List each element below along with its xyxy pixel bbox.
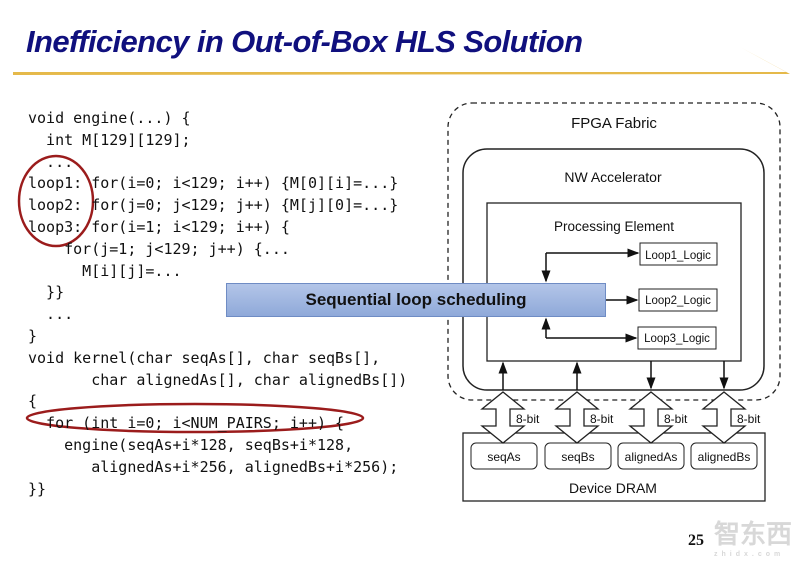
code-line: }} [28,283,65,302]
slide-title: Inefficiency in Out-of-Box HLS Solution [26,24,583,59]
svg-text:alignedBs: alignedBs [698,450,751,464]
bus-width-label: 8-bit [590,412,614,426]
code-line: for(j=1; j<129; j++) {... [28,239,290,258]
bus-double-arrow [701,391,747,444]
svg-text:seqAs: seqAs [487,450,520,464]
bus-double-arrow [480,391,526,444]
code-listing: void engine(...) { int M[129][129]; ... l… [28,108,407,500]
bus-width-label: 8-bit [664,412,688,426]
scheduler-arrows [498,248,729,390]
code-line: } [28,326,38,345]
code-line: alignedAs+i*256, alignedBs+i*256); [28,457,399,476]
title-underline [13,47,790,75]
bus-width-label: 8-bit [516,412,540,426]
svg-text:Loop2_Logic: Loop2_Logic [645,295,711,307]
code-line: int M[129][129]; [28,130,191,149]
fpga-fabric-label: FPGA Fabric [571,115,657,132]
bus-double-arrow [628,391,674,444]
code-line: { [28,392,38,411]
kernel-loop-highlight [25,402,365,434]
code-line: loop1: for(i=0; i<129; i++) {M[0][i]=...… [28,174,399,193]
loop2-logic: Loop2_Logic [638,288,718,312]
buffer-seqbs: seqBs [544,442,612,470]
code-line: loop2: for(j=0; j<129; j++) {M[j][0]=...… [28,196,399,215]
fpga-fabric-box [447,102,781,401]
svg-text:Loop1_Logic: Loop1_Logic [645,250,711,262]
processing-element-label: Processing Element [554,219,674,234]
code-line: char alignedAs[], char alignedBs[]) [28,370,408,389]
bus-double-arrow [554,391,600,444]
code-line: void kernel(char seqAs[], char seqBs[], [28,348,381,367]
loop1-logic: Loop1_Logic [639,242,718,266]
code-line: M[i][j]=... [28,261,182,280]
code-line: engine(seqAs+i*128, seqBs+i*128, [28,435,354,454]
buffer-alignedbs: alignedBs [690,442,758,470]
svg-text:Loop3_Logic: Loop3_Logic [644,333,710,345]
code-line: for (int i=0; i<NUM_PAIRS; i++) { [28,414,345,433]
code-line: void engine(...) { [28,109,191,127]
svg-text:seqBs: seqBs [561,450,594,464]
bus-width-label: 8-bit [737,412,761,426]
buffer-alignedas: alignedAs [617,442,685,470]
nw-accelerator-label: NW Accelerator [564,169,662,185]
loop3-logic: Loop3_Logic [637,326,717,350]
code-line: ... [28,152,74,171]
code-line: }} [28,479,47,498]
code-line: ... [28,305,74,324]
code-line: loop3: for(i=1; i<129; i++) { [28,217,290,236]
svg-text:alignedAs: alignedAs [625,450,678,464]
buffer-seqas: seqAs [470,442,538,470]
loop-labels-highlight [17,154,95,248]
page-number: 25 [688,532,704,549]
device-dram-label: Device DRAM [569,480,657,496]
sequential-loop-scheduling-callout: Sequential loop scheduling [226,283,606,317]
nw-accelerator-box [462,148,765,391]
